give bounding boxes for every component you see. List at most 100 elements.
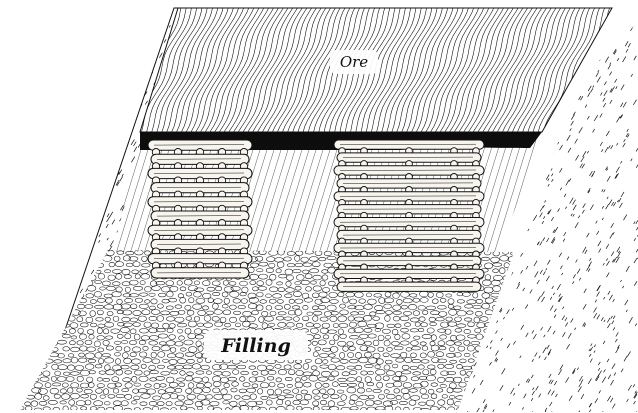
wall-rock-stroke	[47, 286, 50, 291]
foot-rock-stroke	[545, 142, 547, 146]
fill-pebble	[17, 274, 25, 280]
wall-rock-stroke	[41, 172, 43, 175]
wall-rock-stroke	[37, 196, 40, 201]
wall-rock-stroke	[72, 187, 75, 192]
fill-pebble	[45, 263, 54, 266]
ore-grain-line	[5, 0, 65, 138]
wall-rock-stroke	[61, 1, 62, 3]
wall-rock-stroke	[124, 129, 125, 131]
wall-rock-stroke	[165, 11, 167, 15]
fill-pebble	[33, 300, 43, 304]
wall-rock-stroke	[45, 203, 46, 205]
fill-pebble	[39, 317, 47, 322]
foot-rock-stroke	[615, 29, 617, 32]
foot-rock-stroke	[545, 162, 548, 168]
fill-pebble	[41, 353, 48, 356]
wall-rock-stroke	[29, 148, 32, 152]
wall-rock-stroke	[102, 157, 105, 162]
wall-rock-stroke	[37, 202, 40, 207]
wall-rock-stroke	[79, 176, 80, 178]
wall-rock-stroke	[80, 122, 82, 125]
foot-rock-stroke	[608, 24, 611, 29]
foot-rock-stroke	[583, 65, 585, 68]
fill-pebble	[54, 322, 60, 327]
fill-pebble	[6, 323, 15, 328]
fill-pebble	[30, 304, 38, 310]
fill-pebble	[10, 406, 16, 411]
foot-rock-stroke	[616, 28, 619, 33]
ore-grain-line	[0, 0, 25, 138]
wall-rock-stroke	[28, 353, 32, 359]
wall-rock-stroke	[119, 83, 123, 89]
wall-rock-stroke	[77, 1, 79, 4]
foot-rock-stroke	[538, 157, 540, 161]
wall-rock-stroke	[103, 51, 105, 54]
wall-rock-stroke	[82, 84, 83, 86]
ore-grain-line	[88, 0, 145, 138]
wall-rock-stroke	[29, 239, 32, 244]
wall-rock-stroke	[32, 69, 34, 73]
wall-rock-stroke	[61, 34, 63, 37]
wall-rock-stroke	[38, 364, 41, 369]
ore-grain-line	[0, 0, 20, 138]
wall-rock-stroke	[54, 238, 57, 242]
wall-rock-stroke	[83, 211, 85, 213]
wall-rock-stroke	[55, 14, 57, 18]
fill-pebble	[25, 298, 32, 302]
fill-pebble	[25, 311, 33, 317]
fill-pebble	[27, 276, 33, 281]
wall-rock-stroke	[109, 180, 111, 183]
wall-rock-stroke	[97, 149, 101, 155]
wall-rock-stroke	[125, 139, 127, 143]
fill-pebble	[51, 329, 58, 333]
wall-rock-stroke	[58, 178, 60, 181]
wall-rock-stroke	[30, 323, 32, 326]
wall-rock-stroke	[43, 31, 46, 36]
wall-rock-stroke	[62, 266, 64, 269]
wall-rock-stroke	[130, 8, 132, 12]
wall-rock-stroke	[38, 220, 41, 225]
wall-rock-stroke	[53, 238, 56, 242]
wall-rock-stroke	[127, 136, 129, 139]
wall-rock-stroke	[57, 1, 60, 6]
fill-pebble	[72, 286, 79, 291]
wall-rock-stroke	[55, 138, 59, 144]
wall-rock-stroke	[116, 94, 119, 99]
wall-rock-stroke	[133, 54, 136, 59]
wall-rock-stroke	[60, 214, 61, 216]
wall-rock-stroke	[61, 27, 64, 32]
stope-hatch-line	[41, 140, 81, 270]
fill-pebble	[41, 281, 48, 286]
fill-pebble	[31, 269, 38, 273]
wall-rock-stroke	[32, 30, 33, 32]
stope-hatch-line	[55, 140, 95, 270]
wall-rock-stroke	[46, 26, 49, 31]
wall-rock-stroke	[37, 118, 39, 121]
ore-grain-line	[0, 0, 45, 138]
wall-rock-stroke	[31, 317, 33, 321]
wall-rock-stroke	[106, 37, 110, 43]
wall-rock-stroke	[53, 199, 55, 202]
wall-rock-stroke	[75, 77, 78, 83]
fill-pebble	[32, 293, 37, 298]
foot-rock-stroke	[579, 72, 582, 77]
fill-pebble	[35, 287, 41, 290]
wall-rock-stroke	[84, 252, 85, 254]
wall-rock-stroke	[73, 165, 75, 169]
foot-rock-stroke	[533, 175, 536, 181]
wall-rock-stroke	[66, 161, 69, 166]
foot-rock-stroke	[513, 258, 514, 260]
wall-rock-stroke	[30, 106, 33, 111]
foot-rock-stroke	[501, 292, 503, 296]
wall-rock-stroke	[128, 30, 131, 34]
wall-rock-stroke	[75, 236, 77, 239]
wall-rock-stroke	[113, 93, 116, 98]
fill-pebble	[22, 305, 29, 311]
wall-rock-stroke	[68, 232, 71, 236]
fill-pebble	[71, 249, 78, 254]
wall-rock-stroke	[146, 31, 148, 35]
wall-rock-stroke	[91, 32, 94, 38]
wall-rock-stroke	[96, 210, 98, 213]
wall-rock-stroke	[123, 61, 127, 67]
wall-rock-stroke	[41, 2, 44, 6]
